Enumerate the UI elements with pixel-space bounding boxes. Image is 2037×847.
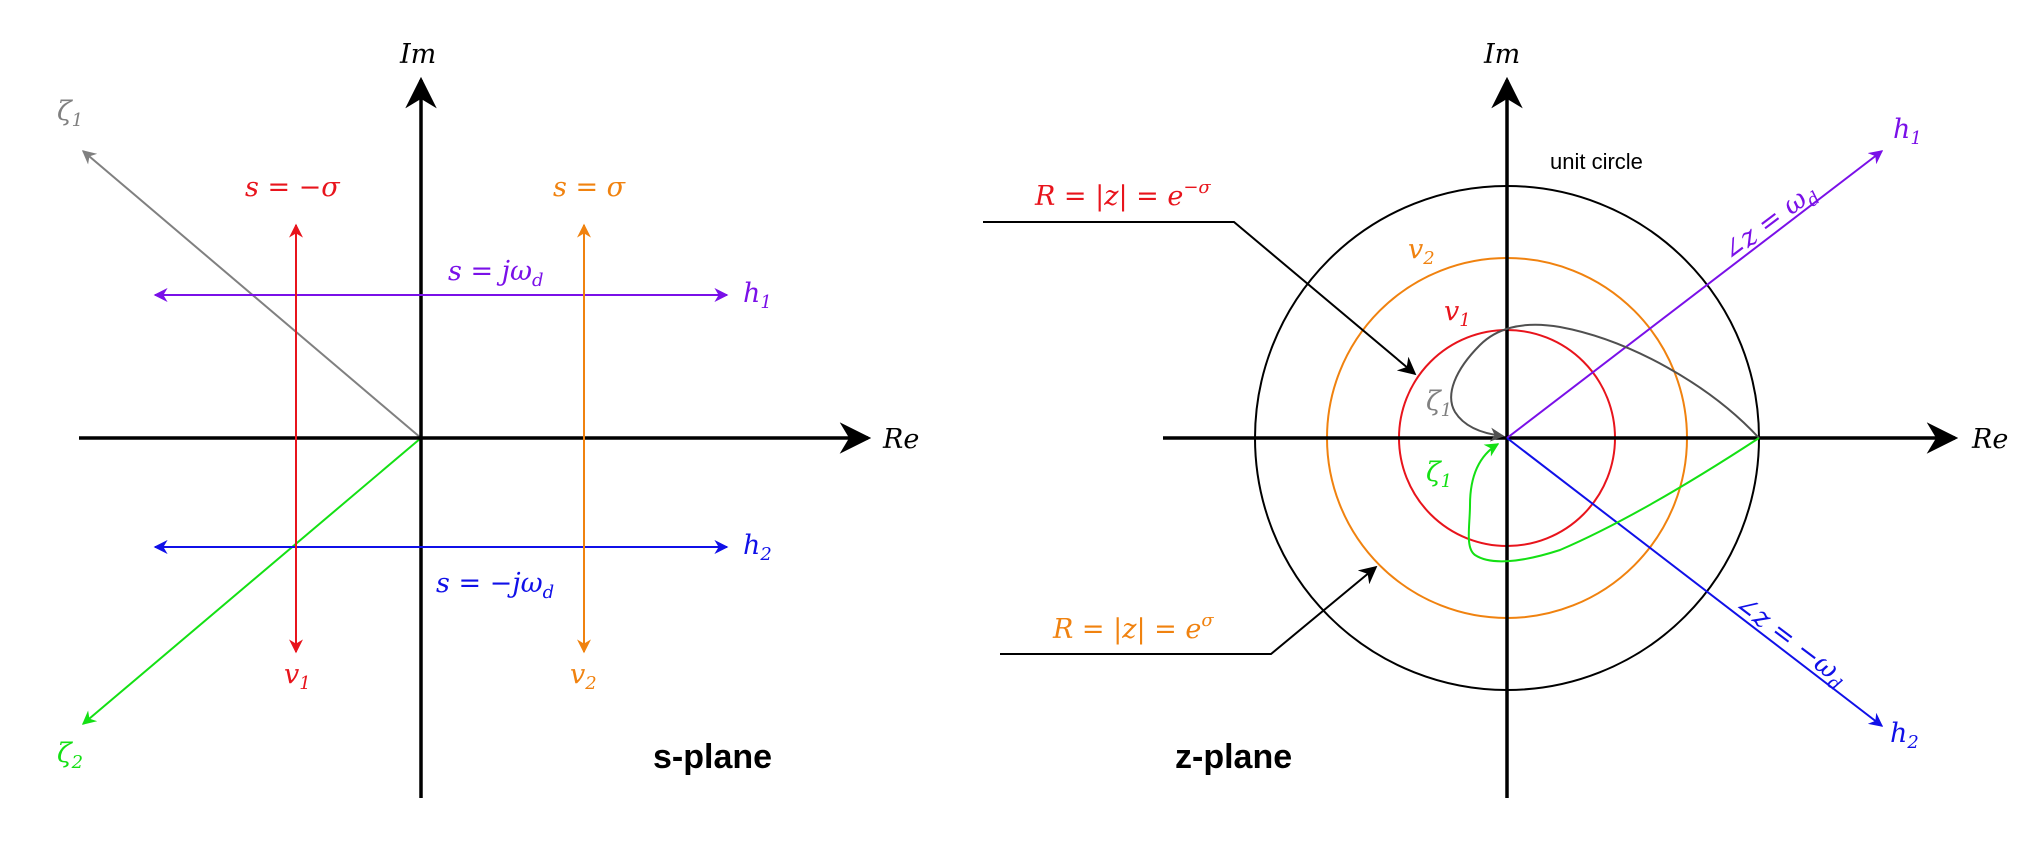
z-angle-neg-label: ∠z = −ωd — [1726, 588, 1853, 696]
z-h1-label: h1 — [1893, 114, 1922, 149]
z-R-neg-callout — [983, 221, 1417, 376]
s-v1-label: v1 — [284, 659, 311, 694]
z-h1-ray — [1506, 150, 1884, 439]
z-im-label: Im — [1483, 39, 1520, 70]
s-im-label: Im — [399, 39, 436, 70]
s-h2-label: h2 — [743, 530, 772, 565]
z-v1-label: v1 — [1444, 296, 1471, 331]
s-plane-title: s-plane — [653, 738, 772, 776]
z-R-neg-label: R = |z| = e−σ — [1034, 177, 1211, 212]
z-h2-ray — [1506, 437, 1884, 727]
s-neg-j-wd-label: s = −jωd — [436, 568, 554, 603]
z-plane-title: z-plane — [1175, 738, 1292, 776]
s-j-wd-label: s = jωd — [448, 256, 544, 291]
z-R-pos-label: R = |z| = eσ — [1052, 610, 1214, 645]
z-zeta1-gray-label: ζ1 — [1426, 386, 1452, 421]
s-zeta2-ray — [81, 437, 422, 725]
z-zeta1-green-label: ζ1 — [1426, 457, 1452, 492]
s-h1-label: h1 — [743, 278, 772, 313]
z-re-label: Re — [1971, 424, 2008, 455]
z-R-pos-callout — [1000, 565, 1378, 655]
z-zeta1-green-curve — [1467, 437, 1760, 563]
z-plane: Im Re unit circle R = |z| = e−σ R = |z| … — [983, 39, 2008, 798]
s-neg-sigma-label: s = −σ — [245, 172, 341, 203]
s-re-label: Re — [882, 424, 919, 455]
z-unit-circle-label: unit circle — [1550, 149, 1643, 174]
s-sigma-label: s = σ — [553, 172, 627, 203]
z-zeta1-gray-curve — [1450, 323, 1760, 442]
z-angle-pos-label: ∠z = ωd — [1716, 177, 1825, 271]
s-zeta2-label: ζ2 — [57, 738, 83, 773]
s-plane: Im Re s = −σ s = σ s = jωd s = −jωd h1 h… — [57, 39, 919, 798]
s-zeta1-label: ζ1 — [57, 96, 83, 131]
s-v2-label: v2 — [570, 659, 597, 694]
z-v2-label: v2 — [1408, 234, 1435, 269]
z-h2-label: h2 — [1890, 718, 1919, 753]
